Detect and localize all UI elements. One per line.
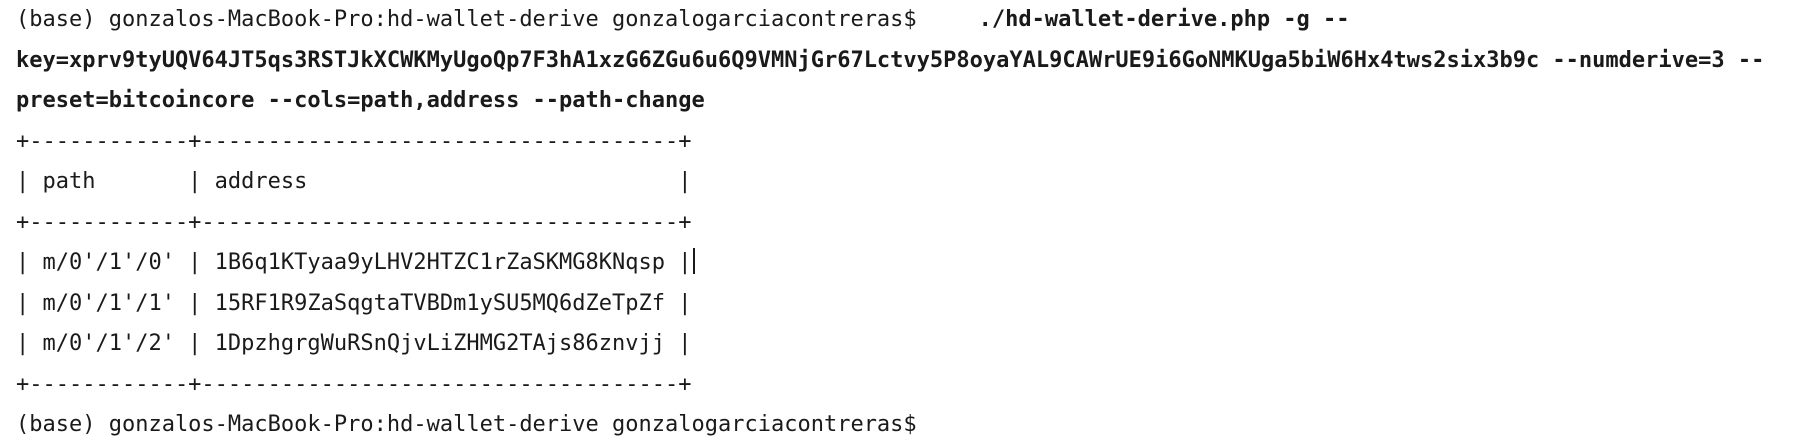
command-text-1: ./hd-wallet-derive.php -g -- xyxy=(978,7,1350,32)
table-border-header: +------------+--------------------------… xyxy=(16,209,692,235)
text-cursor xyxy=(692,248,695,274)
terminal-window[interactable]: (base) gonzalos-MacBook-Pro:hd-wallet-de… xyxy=(16,0,1806,446)
table-row-text: | m/0'/1'/0' | 1B6q1KTyaa9yLHV2HTZC1rZaS… xyxy=(16,250,692,275)
table-row: | m/0'/1'/0' | 1B6q1KTyaa9yLHV2HTZC1rZaS… xyxy=(16,243,1806,284)
command-line-3: preset=bitcoincore --cols=path,address -… xyxy=(16,88,705,113)
final-prompt-line[interactable]: (base) gonzalos-MacBook-Pro:hd-wallet-de… xyxy=(16,405,1806,446)
command-line-2: key=xprv9tyUQV64JT5qs3RSTJkXCWKMyUgoQp7F… xyxy=(16,47,1765,73)
table-border-top: +------------+--------------------------… xyxy=(16,128,692,154)
shell-prompt: (base) gonzalos-MacBook-Pro:hd-wallet-de… xyxy=(16,412,917,437)
shell-prompt: (base) gonzalos-MacBook-Pro:hd-wallet-de… xyxy=(16,7,917,32)
table-border-bottom: +------------+--------------------------… xyxy=(16,371,692,397)
command-line-1: (base) gonzalos-MacBook-Pro:hd-wallet-de… xyxy=(16,0,1806,41)
table-header: | path | address | xyxy=(16,169,692,194)
table-row: | m/0'/1'/2' | 1DpzhgrgWuRSnQjvLiZHMG2TA… xyxy=(16,331,692,356)
table-row: | m/0'/1'/1' | 15RF1R9ZaSqgtaTVBDm1ySU5M… xyxy=(16,290,692,316)
